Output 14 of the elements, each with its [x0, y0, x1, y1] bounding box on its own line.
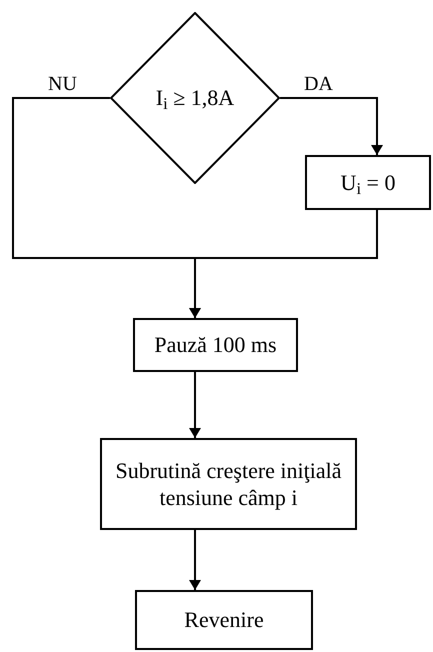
process-box — [305, 155, 431, 210]
node-text: Pauză 100 ms — [154, 331, 277, 359]
process-box — [135, 590, 313, 650]
arrow — [189, 210, 378, 318]
arrow — [189, 372, 201, 438]
process-box — [100, 438, 357, 530]
arrow — [189, 530, 201, 590]
node-text: U$_{i}$ = 0 — [340, 168, 396, 196]
node-text: Revenire — [184, 606, 264, 634]
process-box — [133, 318, 298, 372]
node-text: I$_{i}$ ≥ 1,8A — [156, 84, 234, 112]
node-text: Subrutină creştere iniţială tensiune câmp i — [114, 456, 343, 512]
decision-diamond — [110, 12, 280, 184]
arrow — [280, 97, 383, 155]
